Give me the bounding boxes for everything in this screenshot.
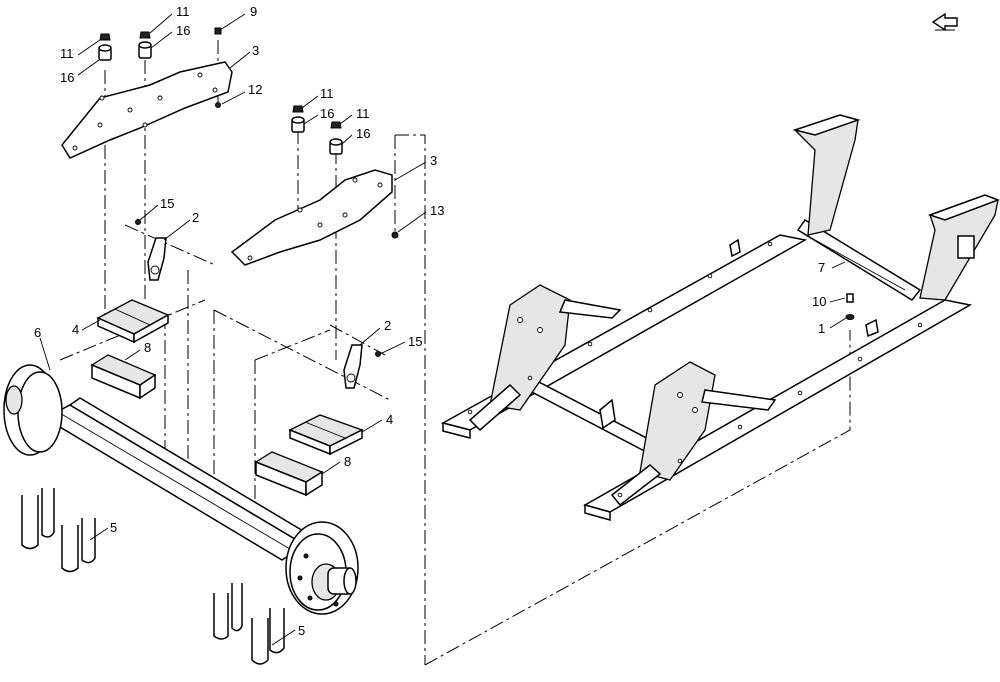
spacer-nut-set-b <box>291 105 399 239</box>
callout-1: 1 <box>818 321 825 336</box>
mounting-plate-upper-left <box>61 61 233 159</box>
callout-11: 11 <box>356 106 370 121</box>
callout-8: 8 <box>144 340 151 355</box>
channel-8-left <box>90 354 157 400</box>
callout-4: 4 <box>72 322 79 337</box>
callout-16: 16 <box>60 70 74 85</box>
channel-8-right <box>254 451 324 497</box>
callout-13: 13 <box>430 203 444 218</box>
back-arrow-icon[interactable] <box>931 12 958 32</box>
callout-16: 16 <box>176 23 190 38</box>
callout-2: 2 <box>192 210 199 225</box>
leader-lines <box>39 13 847 646</box>
callout-11: 11 <box>320 86 334 101</box>
mounting-plate-upper-right <box>230 169 393 266</box>
callout-11: 11 <box>176 4 190 19</box>
callout-16: 16 <box>320 106 334 121</box>
callout-10: 10 <box>812 294 826 309</box>
bracket-2-left <box>135 219 167 281</box>
callout-5: 5 <box>298 623 305 638</box>
u-bolts-5-right <box>213 583 285 665</box>
callout-2: 2 <box>384 318 391 333</box>
callout-3: 3 <box>252 43 259 58</box>
axle-assembly-6 <box>3 364 359 615</box>
bracket-2-right <box>343 344 381 389</box>
pad-4-right <box>288 414 364 456</box>
callout-8: 8 <box>344 454 351 469</box>
callout-9: 9 <box>250 4 257 19</box>
callout-5: 5 <box>110 520 117 535</box>
bolt-10-washer-1 <box>845 293 855 320</box>
assembly-centerlines <box>59 40 851 666</box>
callout-4: 4 <box>386 412 393 427</box>
spacer-nut-set-a <box>98 27 222 108</box>
u-bolts-5-left <box>21 488 96 573</box>
callout-11: 11 <box>60 46 74 61</box>
callout-15: 15 <box>408 334 422 349</box>
frame-assembly-7 <box>441 114 1000 521</box>
callout-6: 6 <box>34 325 41 340</box>
callout-7: 7 <box>818 260 825 275</box>
pad-4-left <box>96 299 170 344</box>
callout-labels: 11 16 9 11 16 3 12 11 16 11 16 3 13 15 2… <box>34 4 826 638</box>
callout-16: 16 <box>356 126 370 141</box>
callout-15: 15 <box>160 196 174 211</box>
callout-12: 12 <box>248 82 262 97</box>
callout-3: 3 <box>430 153 437 168</box>
